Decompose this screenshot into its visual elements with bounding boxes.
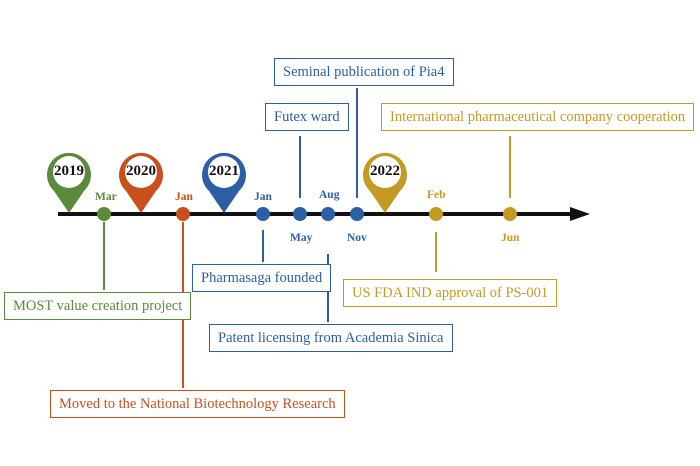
dot-jun — [503, 207, 517, 221]
month-jan-2021-label: Jan — [254, 191, 272, 203]
month-may-label: May — [290, 232, 313, 244]
month-mar-label: Mar — [95, 191, 117, 203]
pin-2021-inner — [208, 156, 240, 188]
month-jan-2020-label: Jan — [175, 191, 193, 203]
year-2020-label: 2020 — [126, 163, 156, 179]
year-2022-label: 2022 — [370, 163, 400, 179]
pin-2019-inner — [53, 156, 85, 188]
dot-aug — [321, 207, 335, 221]
dot-may — [293, 207, 307, 221]
event-international: International pharmaceutical company coo… — [381, 103, 695, 131]
event-most: MOST value creation project — [4, 292, 192, 320]
event-fda: US FDA IND approval of PS-001 — [343, 279, 558, 307]
timeline-arrowhead — [570, 207, 590, 221]
month-aug-label: Aug — [319, 189, 340, 201]
month-feb-label: Feb — [427, 189, 446, 201]
dot-nov — [350, 207, 364, 221]
event-seminal: Seminal publication of Pia4 — [274, 58, 454, 86]
event-moved: Moved to the National Biotechnology Rese… — [50, 390, 345, 418]
dot-mar — [97, 207, 111, 221]
year-2021-label: 2021 — [209, 163, 239, 179]
event-patent: Patent licensing from Academia Sinica — [209, 324, 453, 352]
pin-2020-inner — [125, 156, 157, 188]
month-nov-label: Nov — [347, 232, 367, 244]
event-futex: Futex ward — [265, 103, 349, 131]
dot-jan-2021 — [256, 207, 270, 221]
dot-jan-2020 — [176, 207, 190, 221]
month-jun-label: Jun — [501, 232, 520, 244]
event-pharmasaga: Pharmasaga founded — [192, 264, 332, 292]
dot-feb — [429, 207, 443, 221]
year-2019-label: 2019 — [54, 163, 84, 179]
pin-2022-inner — [369, 156, 401, 188]
